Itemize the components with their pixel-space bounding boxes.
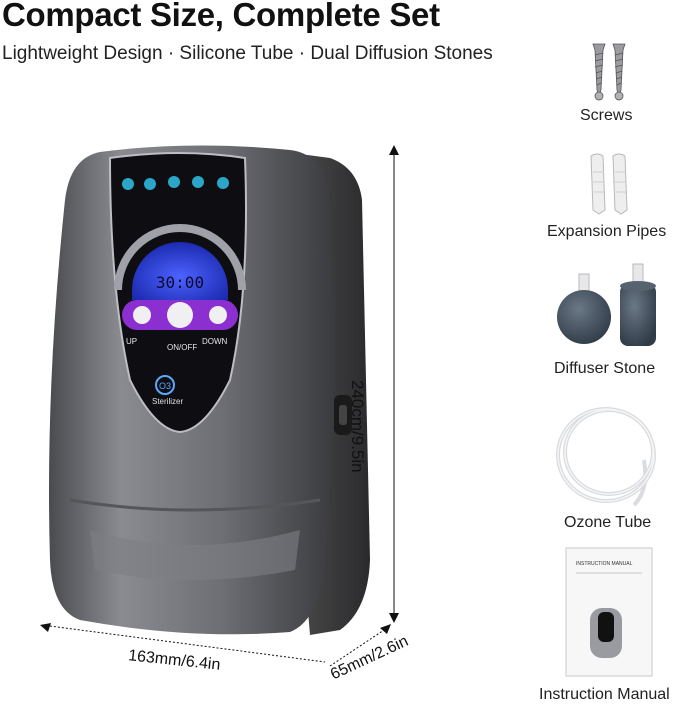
width-dimension-arrow	[40, 623, 326, 663]
brand-label: Sterilizer	[152, 397, 183, 406]
ozone-tube-icon	[556, 407, 656, 507]
diffuser-stone-icon	[557, 263, 656, 346]
instruction-manual-icon	[565, 547, 653, 677]
accessory-label-expansion-pipes: Expansion Pipes	[547, 223, 667, 240]
down-button-label: DOWN	[202, 337, 228, 346]
manual-cover-title: INSTRUCTION MANUAL	[576, 561, 633, 567]
ozone-generator-device: 30:00 UP ON/OFF DOWN O3 Sterilizer	[49, 145, 370, 635]
height-dimension-arrow	[389, 145, 399, 623]
up-button-label: UP	[126, 337, 137, 346]
accessory-label-instruction-manual: Instruction Manual	[539, 686, 670, 703]
depth-dimension-arrow	[329, 624, 391, 667]
accessory-label-diffuser-stone: Diffuser Stone	[554, 360, 656, 377]
page-subtitle: Lightweight Design · Silicone Tube · Dua…	[2, 43, 493, 64]
on-off-button-label: ON/OFF	[167, 343, 197, 352]
lcd-time: 30:00	[156, 273, 204, 292]
o3-logo: O3	[159, 381, 171, 391]
page-title: Compact Size, Complete Set	[2, 0, 440, 33]
expansion-pipes-icon	[590, 153, 628, 215]
accessory-label-screws: Screws	[580, 107, 633, 124]
screws-icon	[592, 43, 626, 101]
height-dimension-label: 240cm/9.5in	[348, 380, 367, 473]
accessory-label-ozone-tube: Ozone Tube	[564, 514, 652, 531]
